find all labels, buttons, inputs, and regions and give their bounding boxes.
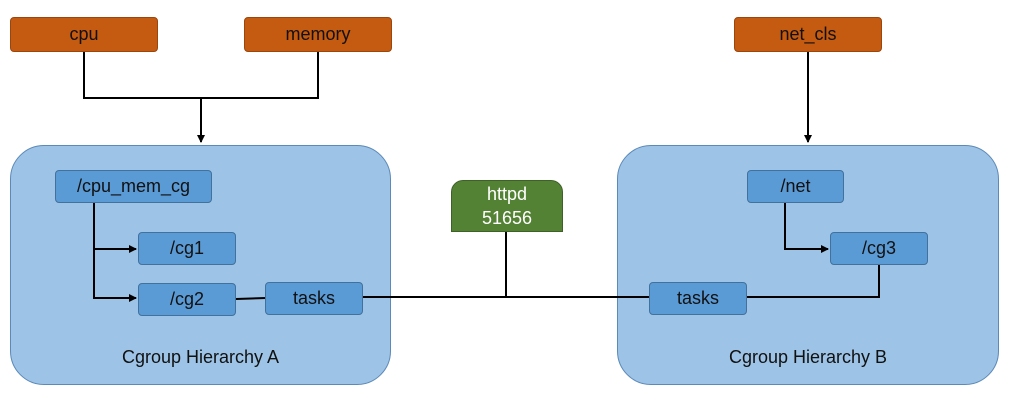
cg2-tasks-connector: [235, 297, 267, 300]
subsystem-memory: memory: [244, 17, 392, 52]
tasks-a: tasks: [265, 282, 363, 315]
subsystem-a-connector: [83, 52, 319, 99]
tasks-b: tasks: [649, 282, 747, 315]
process-pid: 51656: [481, 208, 533, 228]
tree-a-cg2-connector: [93, 249, 137, 302]
cgroup-cg1: /cg1: [138, 232, 236, 265]
process-httpd: httpd 51656: [451, 180, 563, 232]
cgroup-cpu-mem-cg: /cpu_mem_cg: [55, 170, 212, 203]
process-name: httpd: [486, 184, 528, 204]
tree-a-cg1-connector: [93, 203, 137, 253]
subsystem-net-cls: net_cls: [734, 17, 882, 52]
subsystem-cpu: cpu: [10, 17, 158, 52]
cg3-tasks-connector: [747, 265, 880, 298]
hierarchy-b-caption: Cgroup Hierarchy B: [728, 347, 888, 367]
cgroup-net: /net: [747, 170, 844, 203]
cgroup-cg3: /cg3: [830, 232, 928, 265]
cgroup-cg2: /cg2: [138, 283, 236, 316]
hierarchy-a-caption: Cgroup Hierarchy A: [121, 347, 280, 367]
tree-b-cg3-connector: [784, 203, 829, 253]
